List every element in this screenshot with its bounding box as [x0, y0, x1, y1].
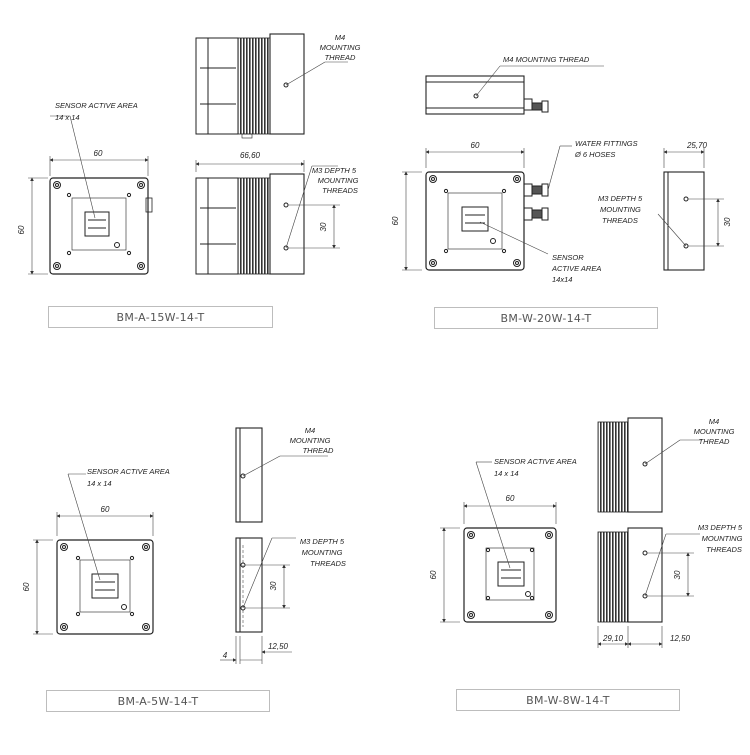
- bm-w-20w-depth: 25,70: [686, 141, 708, 150]
- bm-a-5w-m3-l2: MOUNTING: [302, 548, 343, 557]
- bm-w-20w-sensor-l2: ACTIVE AREA: [551, 264, 601, 273]
- bm-w-8w-m3-l2: MOUNTING: [702, 534, 743, 543]
- bm-w-8w-m4-l2: MOUNTING: [694, 427, 735, 436]
- bm-w-20w-m3-l2: MOUNTING: [600, 205, 641, 214]
- bm-w-8w-top-view: [597, 417, 663, 513]
- bm-a-5w-width: 60: [101, 505, 110, 514]
- caption-bm-w-8w: BM-W-8W-14-T: [456, 689, 680, 711]
- bm-w-20w-top-view: [425, 75, 549, 115]
- bm-a-5w-m4-l2: MOUNTING: [290, 436, 331, 445]
- bm-a-15w-sensor-label: SENSOR ACTIVE AREA: [55, 101, 138, 110]
- bm-w-8w-front-dims: [440, 461, 557, 623]
- bm-a-15w-m3-l1: M3 DEPTH 5: [312, 166, 357, 175]
- bm-w-20w-front-view: [425, 171, 549, 271]
- bm-a-5w-sensor-size: 14 x 14: [87, 479, 112, 488]
- bm-a-5w-front-view: [56, 539, 154, 635]
- bm-w-8w-width: 60: [506, 494, 515, 503]
- bm-a-15w-m4-l1: M4: [335, 33, 345, 42]
- bm-w-8w-m4-l1: M4: [709, 417, 719, 426]
- bm-w-8w-sensor-size: 14 x 14: [494, 469, 519, 478]
- bm-a-5w-m4-l1: M4: [305, 426, 315, 435]
- bm-w-8w-depth-fins: 29,10: [602, 634, 624, 643]
- bm-w-8w-sensor-label: SENSOR ACTIVE AREA: [494, 457, 577, 466]
- bm-a-15w-m4-l2: MOUNTING: [320, 43, 361, 52]
- bm-a-5w-hole-spacing: 30: [269, 581, 278, 590]
- bm-a-5w-m4-l3: THREAD: [303, 446, 334, 455]
- bm-w-8w-m4-l3: THREAD: [699, 437, 730, 446]
- bm-a-15w-top-view: [195, 33, 305, 139]
- bm-a-15w-m3-l2: MOUNTING: [318, 176, 359, 185]
- bm-w-20w-height: 60: [391, 216, 400, 225]
- bm-a-15w-front-view: [49, 177, 153, 275]
- bm-w-8w-side-dims: [597, 439, 702, 648]
- bm-w-20w-side-view: [663, 171, 705, 271]
- bm-w-20w-width: 60: [471, 141, 480, 150]
- bm-a-15w-depth: 66,60: [240, 151, 261, 160]
- bm-w-8w-side-view: [597, 527, 663, 623]
- bm-w-20w-m3-l3: THREADS: [602, 216, 638, 225]
- bm-a-5w-offset: 4: [223, 651, 228, 660]
- bm-a-5w-m3-l1: M3 DEPTH 5: [300, 537, 345, 546]
- bm-a-5w-m3-l3: THREADS: [310, 559, 346, 568]
- bm-w-20w-m4-label: M4 MOUNTING THREAD: [503, 55, 590, 64]
- bm-a-15w-sensor-size: 14 x 14: [55, 113, 80, 122]
- bm-w-20w-sensor-l1: SENSOR: [552, 253, 584, 262]
- bm-a-15w-front-dims: [28, 115, 149, 275]
- bm-w-20w-water-l2: Ø 6 HOSES: [574, 150, 615, 159]
- caption-bm-w-20w: BM-W-20W-14-T: [434, 307, 658, 329]
- bm-w-8w-m3-l3: THREADS: [706, 545, 742, 554]
- bm-a-5w-sensor-label: SENSOR ACTIVE AREA: [87, 467, 170, 476]
- bm-w-20w-hole-spacing: 30: [723, 217, 732, 226]
- bm-w-8w-hole-spacing: 30: [673, 570, 682, 579]
- bm-a-15w-hole-spacing: 30: [319, 222, 328, 231]
- bm-a-5w-top-view: [235, 427, 263, 523]
- bm-a-15w-width: 60: [94, 149, 103, 158]
- bm-a-5w-height: 60: [22, 582, 31, 591]
- bm-a-5w-depth: 12,50: [268, 642, 289, 651]
- bm-w-8w-front-view: [463, 527, 557, 623]
- bm-a-15w-side-dims: [195, 61, 348, 249]
- caption-bm-a-5w: BM-A-5W-14-T: [46, 690, 270, 712]
- bm-w-8w-m3-l1: M3 DEPTH 5: [698, 523, 743, 532]
- bm-a-15w-m3-l3: THREADS: [322, 186, 358, 195]
- caption-bm-a-15w: BM-A-15W-14-T: [48, 306, 273, 328]
- bm-a-5w-front-dims: [33, 473, 154, 635]
- bm-w-8w-height: 60: [429, 570, 438, 579]
- bm-w-8w-depth-body: 12,50: [670, 634, 691, 643]
- bm-w-20w-water-l1: WATER FITTINGS: [575, 139, 638, 148]
- bm-w-20w-m3-l1: M3 DEPTH 5: [598, 194, 643, 203]
- bm-w-20w-dims: [402, 65, 724, 271]
- bm-w-20w-sensor-l3: 14x14: [552, 275, 572, 284]
- bm-a-5w-side-dims: [220, 455, 328, 664]
- bm-a-15w-height: 60: [17, 225, 26, 234]
- bm-a-5w-side-view: [235, 537, 263, 633]
- bm-a-15w-side-view: [195, 173, 305, 275]
- bm-a-15w-m4-l3: THREAD: [325, 53, 356, 62]
